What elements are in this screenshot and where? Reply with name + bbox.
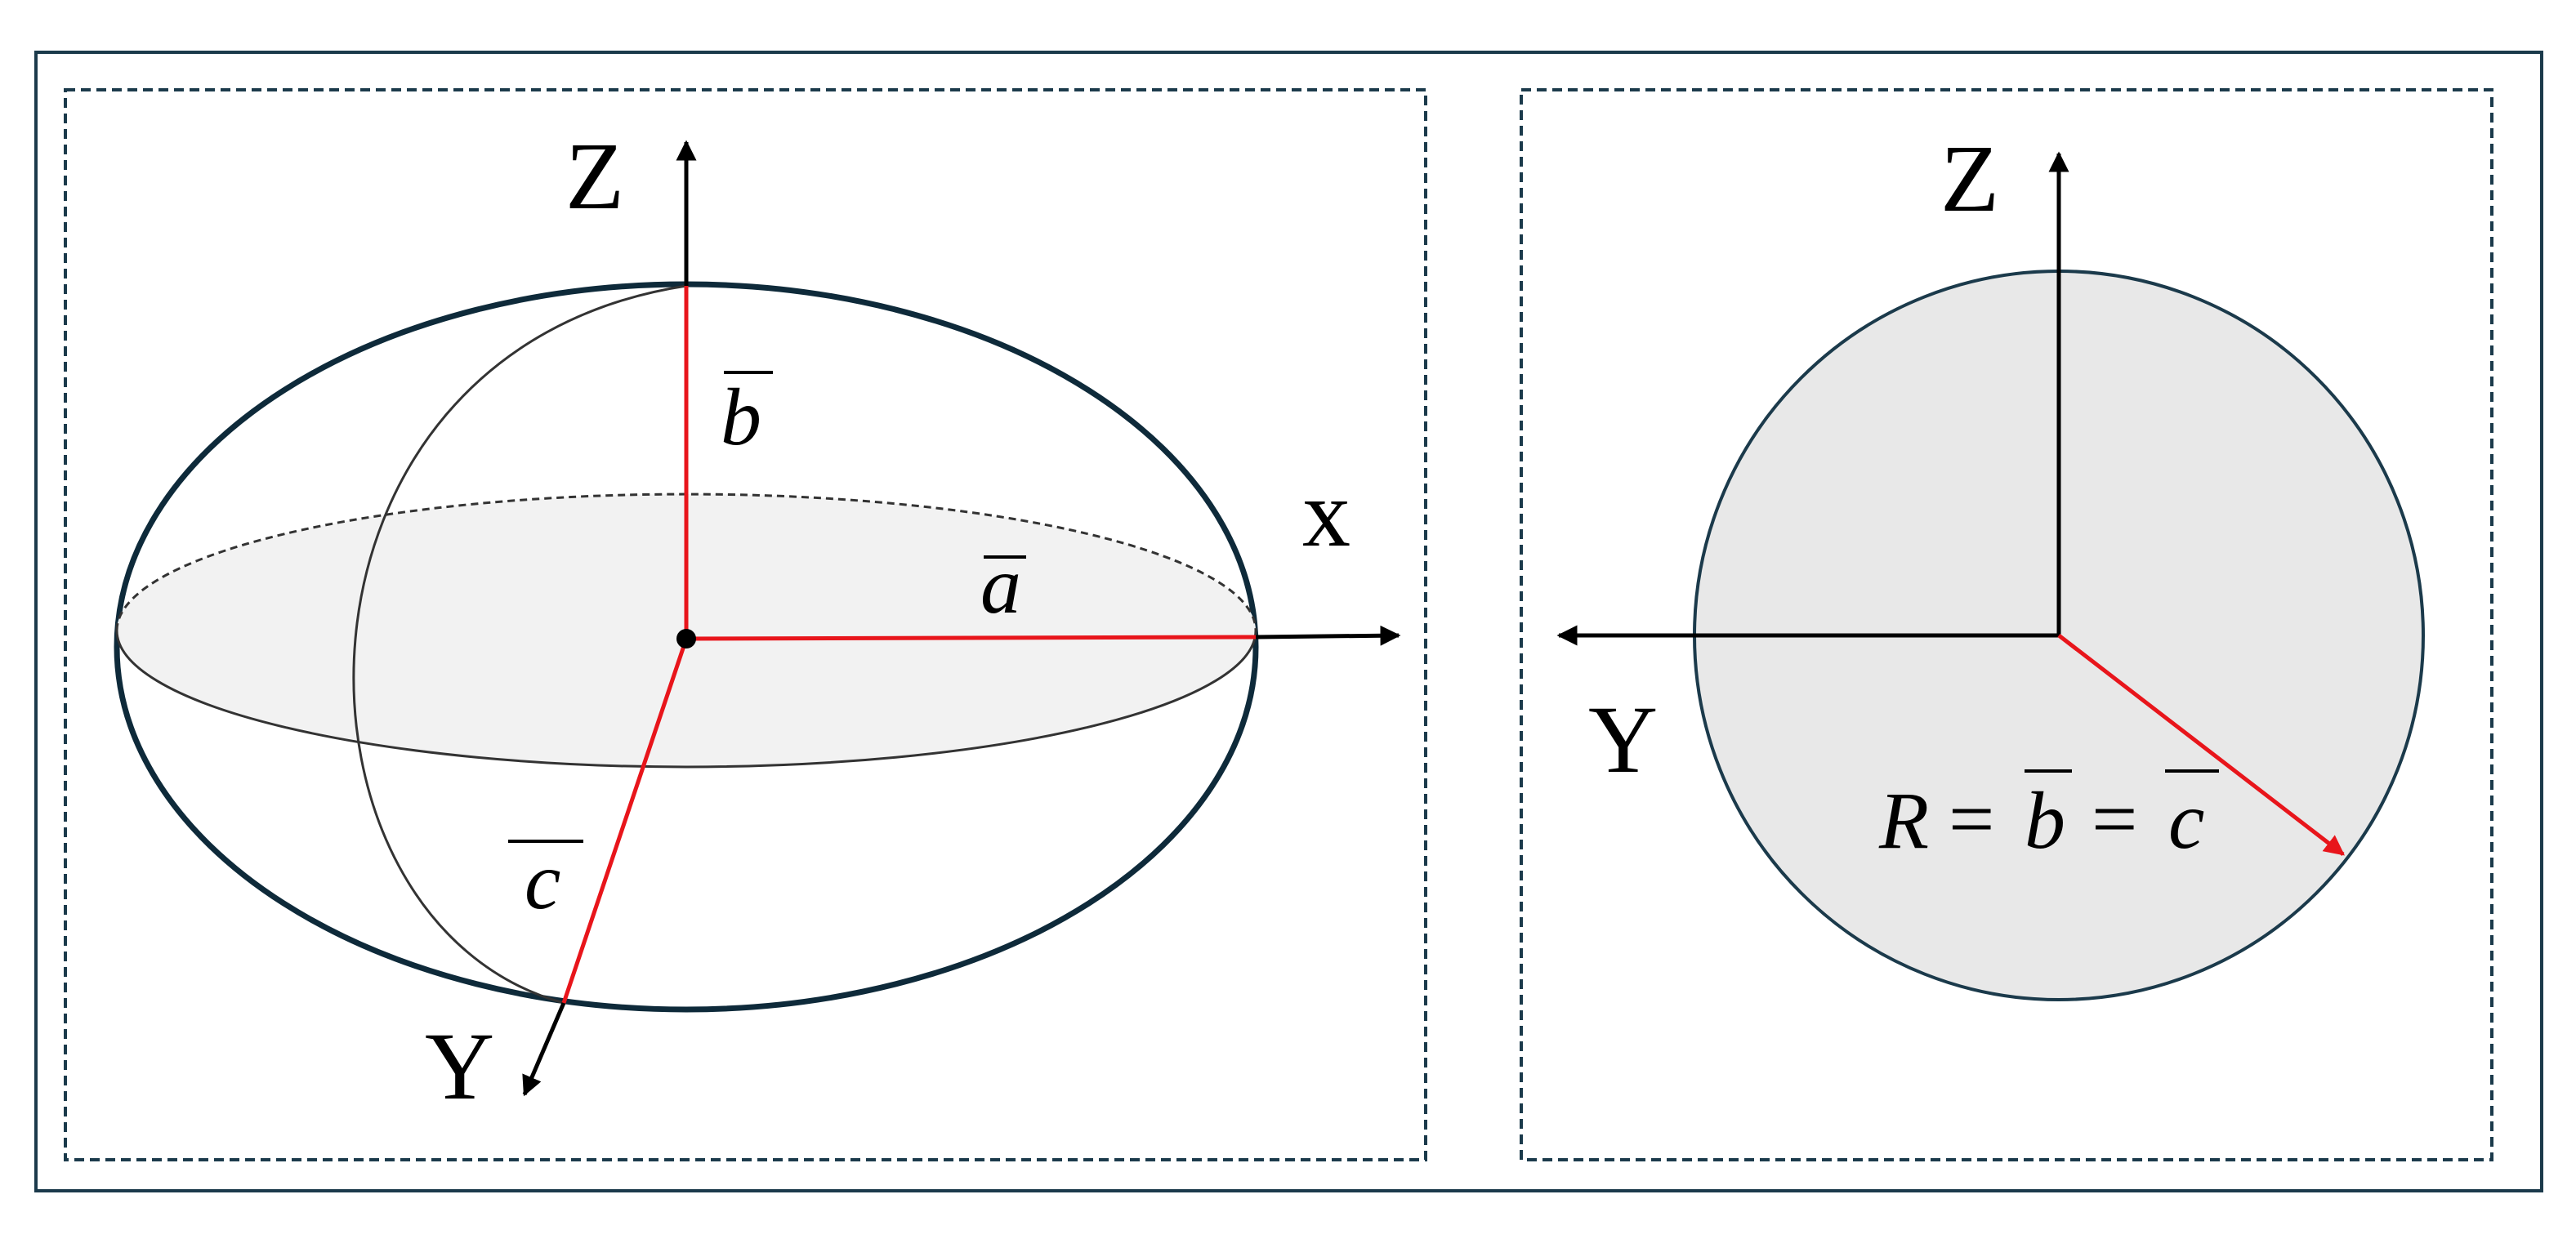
semi-axis-b-label: b	[721, 372, 761, 462]
outer-frame	[34, 51, 2543, 1192]
left-panel: Z x Y b a c	[64, 88, 1427, 1161]
semi-axis-c-label: c	[525, 836, 560, 926]
y-axis	[522, 1002, 566, 1097]
right-panel-frame	[1520, 88, 2493, 1161]
right-y-axis-label: Y	[1588, 686, 1658, 793]
left-panel-frame	[64, 88, 1427, 1161]
radius-label-eq1: =	[1949, 773, 1994, 864]
y-axis-label: Y	[425, 1013, 494, 1120]
origin-point	[676, 629, 696, 648]
right-z-axis-label: Z	[1940, 125, 1999, 232]
meridian-arc	[352, 284, 687, 1005]
equator-front-arc	[115, 630, 1257, 769]
radius-label-b: b	[2025, 775, 2065, 866]
x-axis	[1255, 625, 1401, 646]
x-axis-label: x	[1302, 460, 1351, 567]
radius-arrow	[2057, 634, 2345, 856]
right-panel: Z Y R = b = c	[1520, 88, 2493, 1161]
radius-label-r: R	[1878, 775, 1929, 866]
semi-axis-c	[561, 638, 689, 1004]
z-axis-label: Z	[565, 123, 624, 230]
semi-axis-a-label: a	[980, 540, 1021, 631]
semi-axis-a	[685, 635, 1257, 641]
radius-label-c: c	[2168, 775, 2204, 866]
radius-label-eq2: =	[2092, 773, 2137, 864]
